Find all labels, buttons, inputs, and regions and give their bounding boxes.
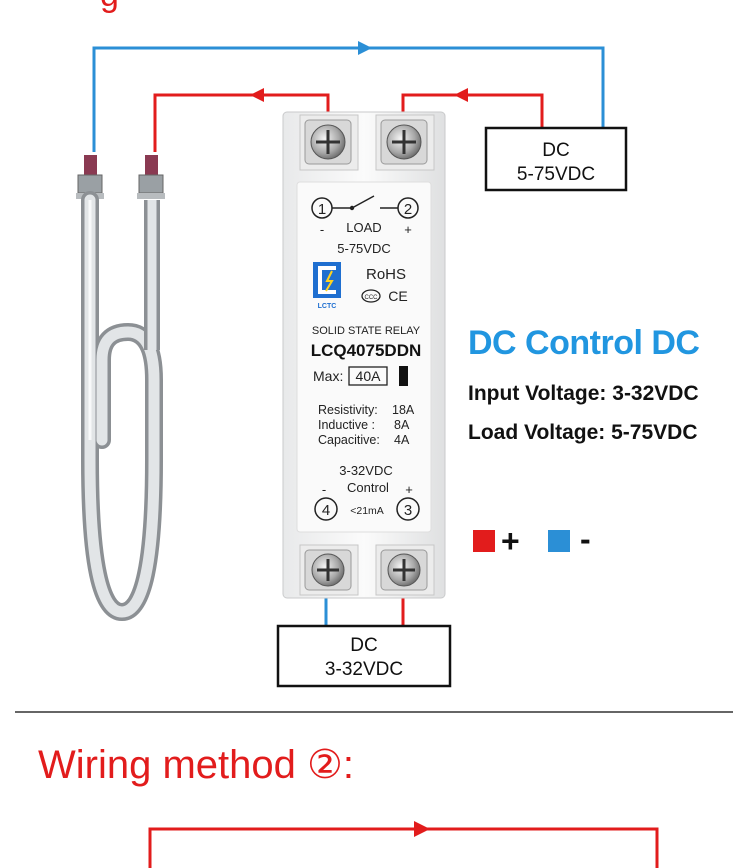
- load-voltage-spec: Load Voltage: 5-75VDC: [468, 421, 698, 444]
- rating-capacitive-name: Capacitive:: [318, 433, 380, 447]
- ce-mark: CE: [388, 288, 407, 304]
- switch-icon: [332, 195, 398, 211]
- section-title: Wiring method ②:: [38, 743, 354, 787]
- rating-capacitive-value: 4A: [394, 433, 410, 447]
- load-power-supply: DC 5-75VDC: [484, 126, 628, 192]
- control-supply-label: DC: [350, 635, 377, 656]
- indicator-led-icon: [399, 366, 408, 386]
- positive-legend-swatch: [473, 530, 495, 552]
- negative-legend-swatch: [548, 530, 570, 552]
- terminal-3-label: 3: [404, 502, 412, 519]
- load-plus-label: +: [404, 222, 412, 237]
- control-minus-label: -: [322, 482, 326, 497]
- rating-inductive-value: 8A: [394, 418, 410, 432]
- rating-inductive-name: Inductive :: [318, 418, 375, 432]
- control-power-supply: DC 3-32VDC: [276, 624, 452, 688]
- relay-model: LCQ4075DDN: [311, 341, 422, 360]
- control-plus-label: +: [405, 482, 413, 497]
- control-current-label: <21mA: [350, 505, 384, 517]
- brand-logo: LCTC: [313, 262, 341, 310]
- screw-icon: [304, 119, 352, 165]
- screw-icon: [380, 119, 428, 165]
- rating-resistive-value: 18A: [392, 403, 415, 417]
- top-partial-title: g: [100, 0, 119, 14]
- ccc-mark-icon: CCC: [361, 289, 381, 303]
- negative-legend-label: -: [580, 521, 591, 557]
- positive-load-wire: [401, 93, 544, 128]
- svg-text:CCC: CCC: [365, 295, 379, 301]
- input-voltage-spec: Input Voltage: 3-32VDC: [468, 382, 699, 405]
- terminal-1-label: 1: [318, 201, 326, 218]
- relay-load-label: LOAD: [346, 220, 381, 235]
- terminal-4-label: 4: [322, 502, 330, 519]
- max-current-label: Max:: [313, 368, 343, 384]
- wire-arrow-icon: [358, 41, 372, 55]
- solid-state-relay: 1 2 - LOAD + 5-75VDC LCTC RoHS CCC CE SO…: [282, 111, 446, 599]
- control-supply-voltage: 3-32VDC: [325, 659, 403, 680]
- relay-load-voltage: 5-75VDC: [337, 241, 390, 256]
- brand-name: LCTC: [318, 303, 337, 310]
- load-supply-voltage: 5-75VDC: [517, 164, 595, 185]
- wire-arrow-icon: [454, 88, 468, 102]
- rating-resistive-name: Resistivity:: [318, 403, 378, 417]
- relay-control-voltage: 3-32VDC: [339, 463, 392, 478]
- negative-load-wire: [92, 46, 605, 152]
- load-wire-terminal-1: [153, 93, 330, 152]
- heating-element-icon: [76, 155, 165, 622]
- relay-control-label: Control: [347, 480, 389, 495]
- positive-legend-label: +: [501, 523, 520, 559]
- max-current-value: 40A: [356, 368, 382, 384]
- method-2-wire: [148, 827, 659, 868]
- terminal-2-label: 2: [404, 201, 412, 218]
- load-minus-label: -: [320, 222, 324, 237]
- load-supply-label: DC: [542, 140, 569, 161]
- screw-icon: [304, 549, 352, 591]
- wire-arrow-icon: [250, 88, 264, 102]
- mode-title: DC Control DC: [468, 324, 700, 362]
- rohs-label: RoHS: [366, 266, 406, 283]
- screw-icon: [380, 549, 428, 591]
- wire-arrow-icon: [414, 821, 430, 837]
- relay-type-label: SOLID STATE RELAY: [312, 325, 421, 337]
